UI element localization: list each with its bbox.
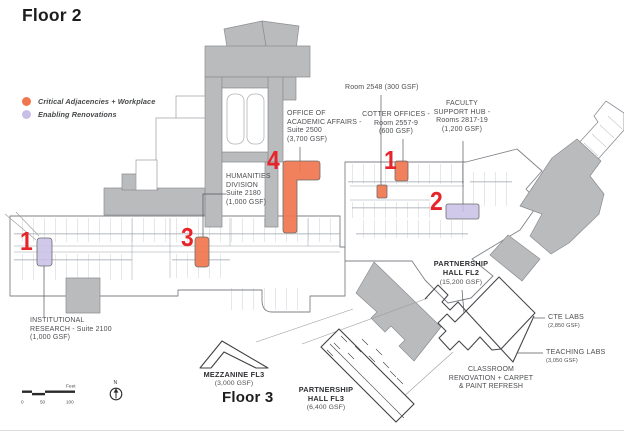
label-humanities-division: HUMANITIES DIVISION Suite 2180 (1,000 GS…	[226, 173, 271, 206]
label-mezzanine-fl3-gsf: (3,000 GSF)	[214, 380, 254, 387]
north-label: N	[114, 380, 118, 386]
scale-tick-0: 0	[21, 400, 24, 405]
legend-label-critical: Critical Adjacencies + Workplace	[38, 97, 156, 106]
floor3-outlines	[199, 328, 415, 423]
legend-label-enabling: Enabling Renovations	[38, 110, 117, 119]
label-faculty-support-hub: FACULTY SUPPORT HUB - Rooms 2817-19 (1,2…	[433, 100, 491, 133]
partnership-hall-fl3-outline	[320, 328, 415, 423]
mezzanine-outline	[199, 340, 269, 369]
scale-unit-label: Feet	[66, 384, 76, 390]
highlight-faculty-support-hub	[445, 203, 480, 220]
building-masses	[65, 20, 605, 362]
enabling-renovations-dot-icon	[22, 110, 31, 119]
highlight-humanities-division	[194, 236, 210, 268]
label-mezzanine-fl3: MEZZANINE FL3	[203, 370, 265, 379]
marker-1-institutional: 1	[20, 226, 33, 256]
highlight-room-2548	[376, 184, 388, 199]
scale-bar: Feet 0 50 100	[21, 384, 76, 405]
stepped-structure	[135, 95, 206, 191]
label-teaching-labs-gsf: (3,050 GSF)	[546, 358, 578, 364]
label-cte-labs-gsf: (2,850 GSF)	[548, 323, 580, 329]
scale-tick-50: 50	[40, 400, 46, 405]
label-cte-labs: CTE LABS	[548, 312, 584, 321]
bottom-border	[0, 430, 624, 431]
label-partnership-hall-fl2-gsf: (15,200 GSF)	[439, 279, 483, 286]
labs-zigzag-outline	[424, 276, 536, 363]
marker-3-humanities: 3	[181, 222, 194, 252]
auditorium-inset	[221, 87, 269, 153]
label-room-2548: Room 2548 (300 GSF)	[345, 84, 419, 91]
scale-tick-100: 100	[66, 400, 74, 405]
highlight-office-academic-affairs	[282, 160, 321, 234]
legend: Critical Adjacencies + Workplace Enablin…	[22, 95, 155, 121]
label-cotter-offices: COTTER OFFICES - Room 2557-9 (600 GSF)	[362, 111, 430, 136]
label-institutional-research: INSTITUTIONAL RESEARCH - Suite 2100 (1,0…	[30, 317, 112, 342]
label-partnership-hall-fl3: PARTNERSHIP HALL FL3	[298, 385, 354, 403]
legend-item-critical: Critical Adjacencies + Workplace	[22, 95, 155, 108]
label-teaching-labs: TEACHING LABS	[546, 347, 606, 356]
label-office-academic-affairs: OFFICE OF ACADEMIC AFFAIRS - Suite 2500 …	[287, 110, 362, 143]
label-classroom-renovation: CLASSROOM RENOVATION + CARPET & PAINT RE…	[448, 366, 534, 391]
highlight-institutional-research	[36, 237, 53, 267]
floor3-title: Floor 3	[222, 389, 274, 406]
highlights	[36, 160, 480, 268]
marker-2-faculty: 2	[430, 186, 443, 216]
label-partnership-hall-fl2: PARTNERSHIP HALL FL2	[433, 259, 489, 277]
label-partnership-hall-fl3-gsf: (6,400 GSF)	[306, 404, 346, 411]
floor2-title: Floor 2	[22, 5, 82, 25]
north-arrow: N	[109, 380, 123, 401]
highlight-cotter-offices	[394, 160, 409, 182]
legend-item-enabling: Enabling Renovations	[22, 108, 155, 121]
marker-1-cotter: 1	[384, 145, 397, 175]
critical-adjacencies-dot-icon	[22, 97, 31, 106]
marker-4-office: 4	[267, 145, 280, 175]
